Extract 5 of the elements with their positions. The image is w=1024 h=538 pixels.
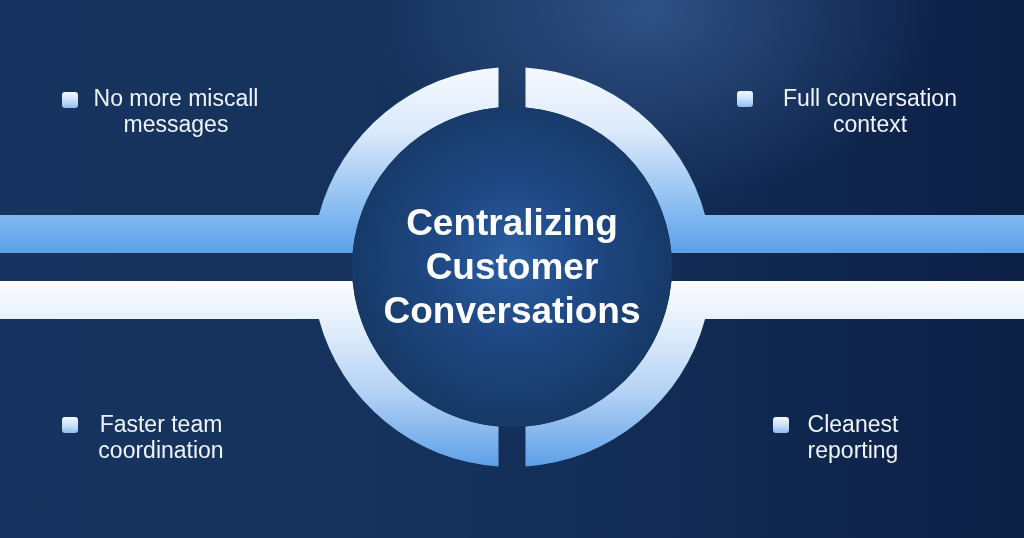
center-title: Centralizing Customer Conversations <box>382 201 642 333</box>
benefit-text: Cleanest reporting <box>806 411 900 463</box>
benefit-text: No more miscall messages <box>92 85 260 137</box>
benefit-text: Full conversation context <box>782 85 958 137</box>
benefit-text: Faster team coordination <box>97 411 225 463</box>
